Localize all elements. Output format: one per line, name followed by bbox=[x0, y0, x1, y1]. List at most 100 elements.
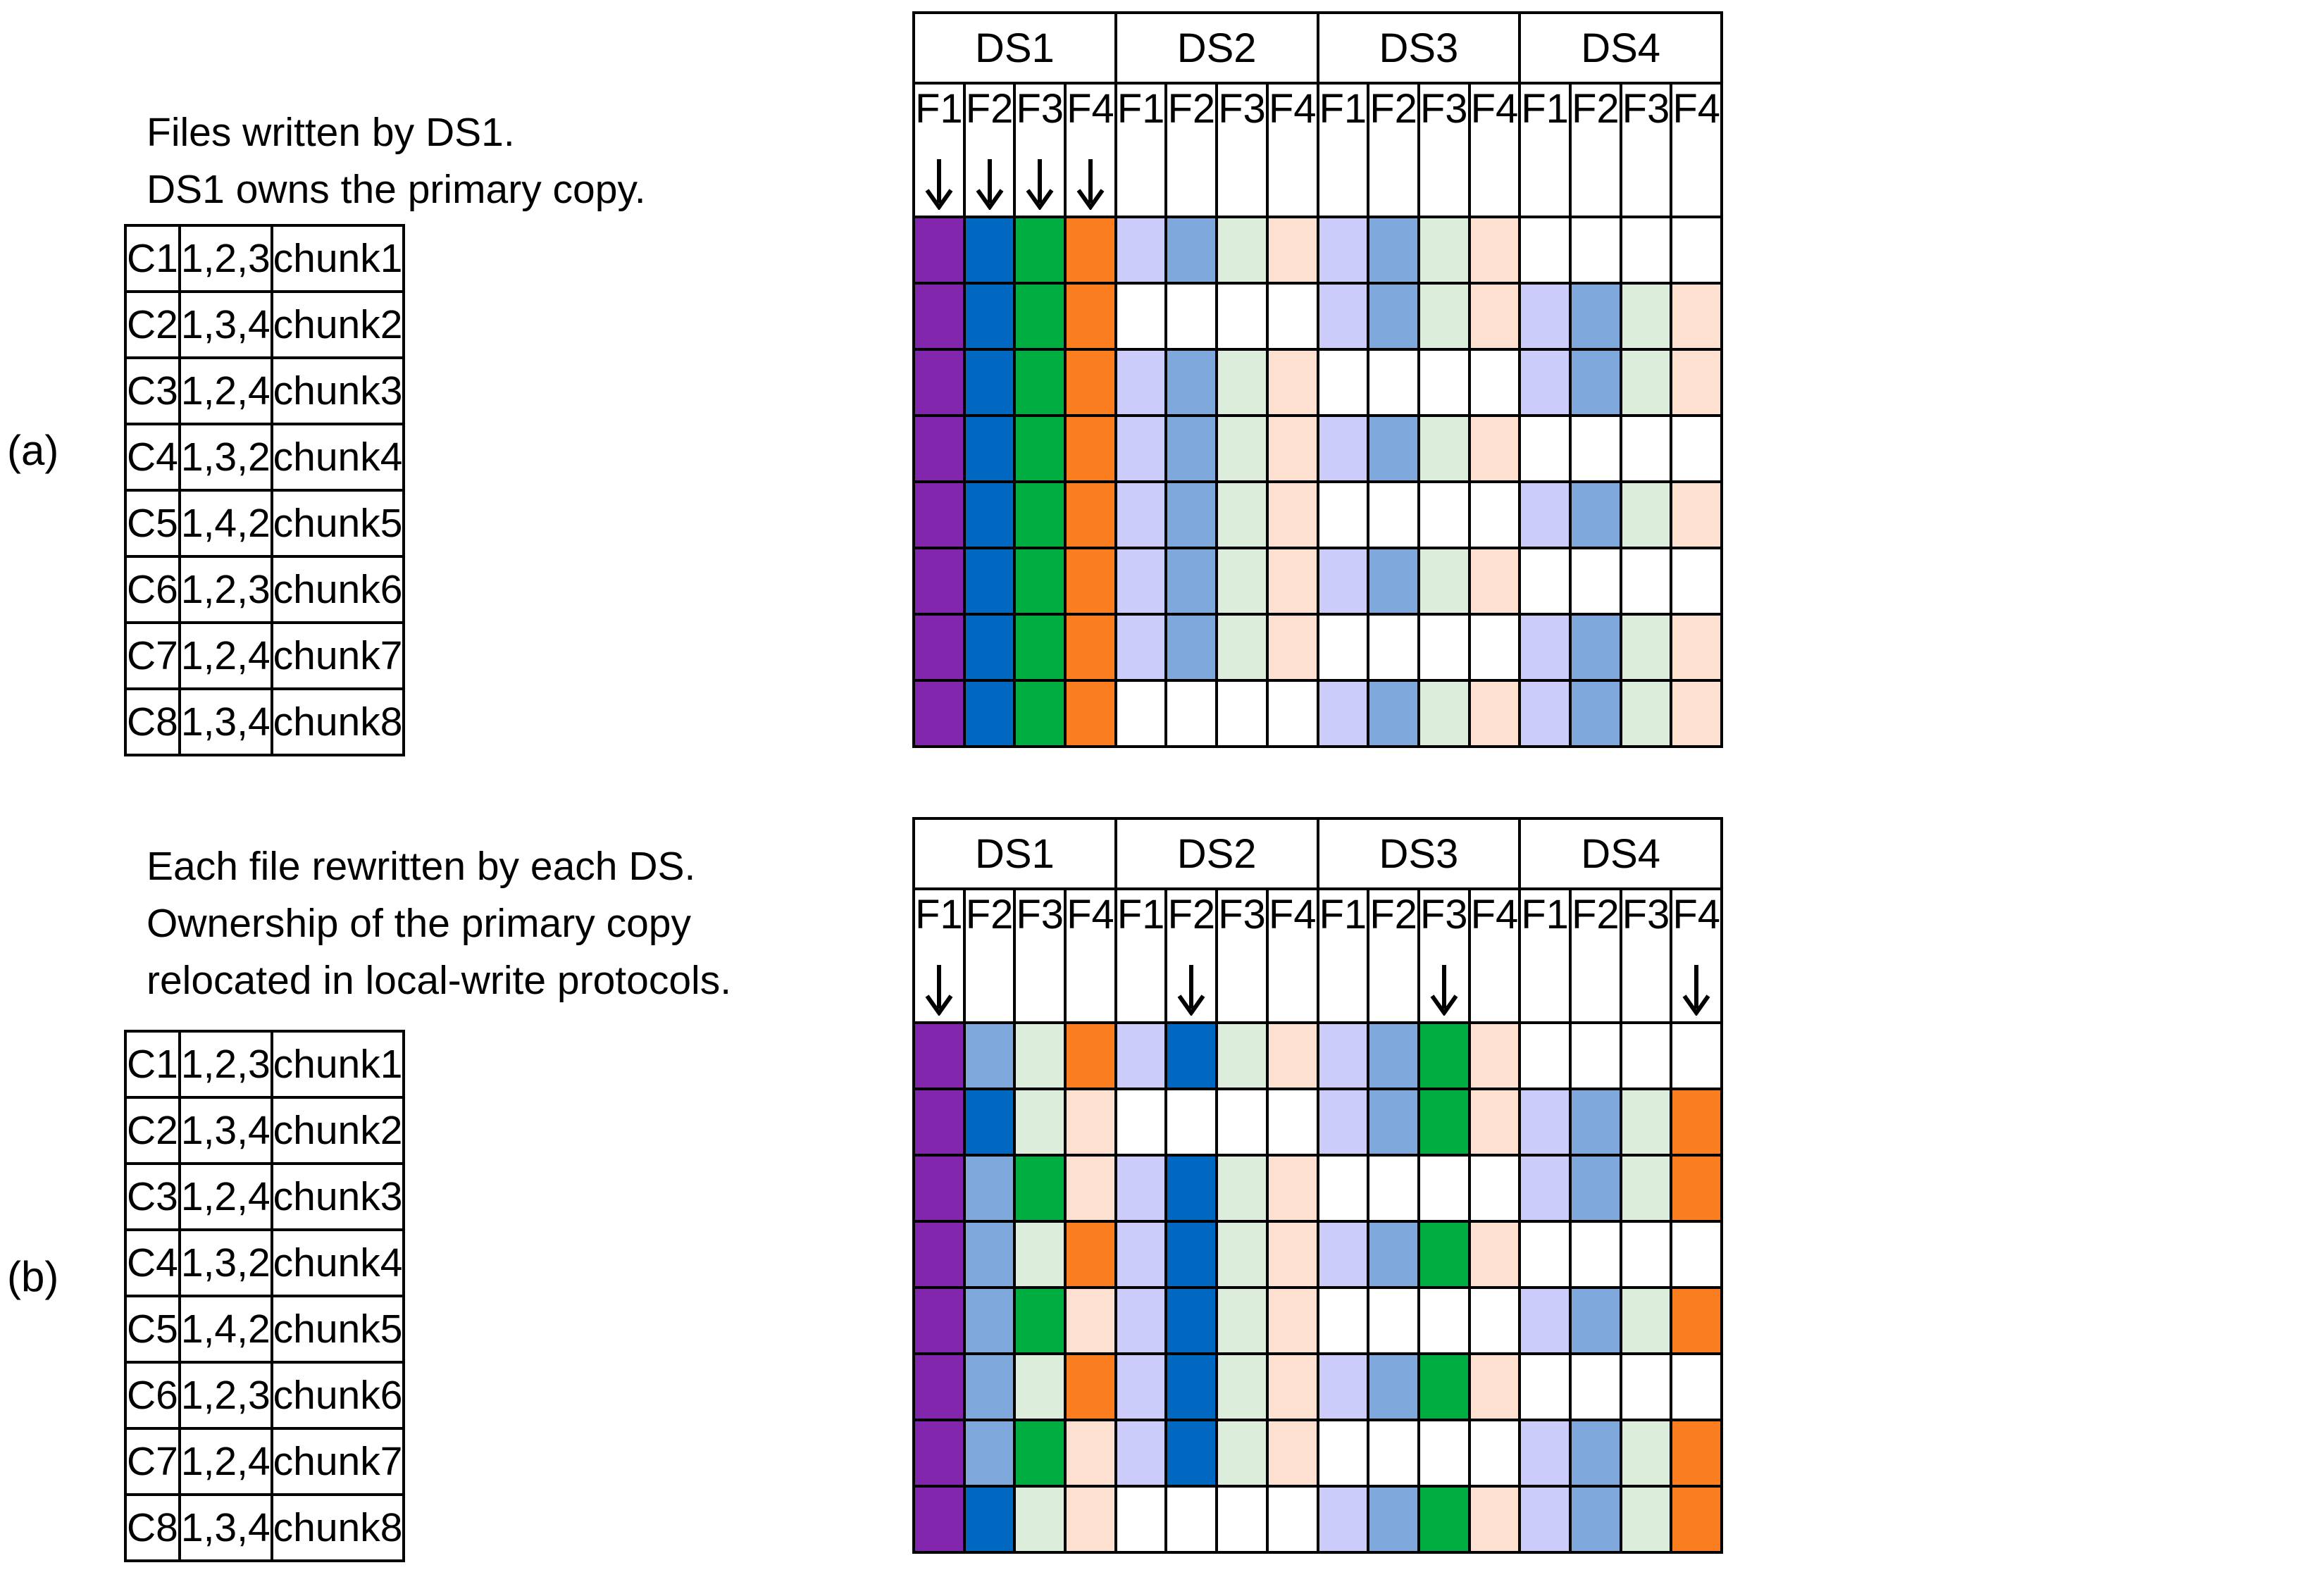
replica-cell bbox=[1568, 613, 1622, 682]
chunk-id-cell: C1 bbox=[124, 224, 181, 293]
replica-cell bbox=[1568, 1419, 1622, 1488]
replica-cell bbox=[962, 348, 1017, 417]
replica-cell bbox=[1114, 414, 1168, 483]
replica-cell bbox=[912, 414, 966, 483]
replica-cell bbox=[1064, 1220, 1117, 1289]
replica-cell bbox=[1164, 480, 1219, 549]
replica-cell bbox=[1367, 216, 1420, 285]
panel-label-panel-b: (b) bbox=[7, 1253, 59, 1300]
file-header-ds4-f2: F2 bbox=[1568, 887, 1622, 1024]
chunk-name-cell: chunk7 bbox=[270, 621, 406, 690]
file-header-label: F4 bbox=[1268, 892, 1317, 937]
replica-cell bbox=[1568, 480, 1622, 549]
file-header-ds1-f4: F4 bbox=[1064, 887, 1117, 1024]
file-header-label: F2 bbox=[1167, 86, 1216, 132]
replica-cell bbox=[1417, 547, 1471, 616]
chunk-name-cell: chunk1 bbox=[270, 224, 406, 293]
replica-cell bbox=[1367, 1286, 1420, 1355]
caption-line: Ownership of the primary copy bbox=[147, 900, 691, 946]
replica-cell bbox=[1619, 1021, 1673, 1090]
replica-cell bbox=[1367, 1485, 1420, 1554]
replica-cell bbox=[1013, 1154, 1067, 1223]
replica-cell bbox=[1467, 679, 1522, 748]
replica-cell bbox=[912, 480, 966, 549]
replica-grid-row bbox=[912, 480, 1723, 549]
replica-cell bbox=[1417, 1154, 1471, 1223]
file-header-label: F4 bbox=[1470, 892, 1519, 937]
file-header-label: F2 bbox=[1369, 86, 1417, 132]
file-header-label: F3 bbox=[1218, 892, 1266, 937]
replica-cell bbox=[1367, 480, 1420, 549]
replica-cell bbox=[1619, 679, 1673, 748]
replica-cell bbox=[1265, 1154, 1319, 1223]
chunk-name-cell: chunk7 bbox=[270, 1427, 406, 1496]
replica-cell bbox=[1265, 1485, 1319, 1554]
chunk-name-cell: chunk1 bbox=[270, 1030, 406, 1099]
replica-cell bbox=[1367, 1419, 1420, 1488]
replica-cell bbox=[1619, 414, 1673, 483]
down-arrow-icon bbox=[1430, 965, 1458, 1016]
replica-list-cell: 1,2,4 bbox=[178, 1162, 273, 1231]
replica-cell bbox=[1518, 348, 1572, 417]
replica-cell bbox=[1164, 1154, 1219, 1223]
replica-cell bbox=[912, 1419, 966, 1488]
replica-grid-row bbox=[912, 282, 1723, 351]
replica-cell bbox=[1518, 1154, 1572, 1223]
file-header-label: F4 bbox=[1672, 892, 1720, 937]
replica-cell bbox=[1064, 1352, 1117, 1421]
file-header-ds1-f3: F3 bbox=[1013, 82, 1067, 218]
replica-cell bbox=[1114, 1088, 1168, 1157]
replica-cell bbox=[1164, 547, 1219, 616]
replica-cell bbox=[1114, 282, 1168, 351]
chunk-id-cell: C4 bbox=[124, 1228, 181, 1297]
replica-cell bbox=[1619, 1352, 1673, 1421]
replica-cell bbox=[1367, 613, 1420, 682]
ds-group-header-ds2: DS2 bbox=[1114, 817, 1319, 890]
replica-cell bbox=[1670, 547, 1723, 616]
file-header-ds3-f2: F2 bbox=[1367, 82, 1420, 218]
replica-cell bbox=[1215, 1419, 1269, 1488]
file-header-label: F3 bbox=[1622, 86, 1670, 132]
replica-cell bbox=[1013, 216, 1067, 285]
replica-cell bbox=[1568, 1021, 1622, 1090]
replica-cell bbox=[1670, 1088, 1723, 1157]
replica-cell bbox=[1367, 348, 1420, 417]
replica-grid-row bbox=[912, 679, 1723, 748]
replica-cell bbox=[1114, 1352, 1168, 1421]
replica-cell bbox=[1215, 1088, 1269, 1157]
file-header-label: F3 bbox=[1016, 86, 1064, 132]
replica-list-cell: 1,2,4 bbox=[178, 1427, 273, 1496]
replica-grid-row bbox=[912, 547, 1723, 616]
chunk-id-cell: C4 bbox=[124, 423, 181, 492]
replica-list-cell: 1,3,4 bbox=[178, 1096, 273, 1165]
replica-cell bbox=[1215, 216, 1269, 285]
file-header-label: F4 bbox=[1067, 86, 1114, 132]
replica-cell bbox=[1670, 679, 1723, 748]
replica-cell bbox=[1316, 1088, 1370, 1157]
replica-grid-row bbox=[912, 216, 1723, 285]
replica-cell bbox=[1518, 1419, 1572, 1488]
replica-cell bbox=[1013, 679, 1067, 748]
replica-cell bbox=[1316, 1154, 1370, 1223]
replica-cell bbox=[1064, 480, 1117, 549]
replica-grid-row bbox=[912, 1419, 1723, 1488]
ds-group-header-ds1: DS1 bbox=[912, 817, 1117, 890]
chunk-name-cell: chunk6 bbox=[270, 555, 406, 624]
replica-cell bbox=[912, 1220, 966, 1289]
replica-cell bbox=[1568, 547, 1622, 616]
file-header-label: F1 bbox=[915, 86, 963, 132]
file-header-label: F3 bbox=[1016, 892, 1064, 937]
replica-cell bbox=[962, 1220, 1017, 1289]
replica-cell bbox=[1013, 1419, 1067, 1488]
replica-cell bbox=[1164, 1352, 1219, 1421]
panel-caption-panel-a: Files written by DS1.DS1 owns the primar… bbox=[147, 104, 646, 218]
replica-cell bbox=[1467, 480, 1522, 549]
replica-cell bbox=[1670, 216, 1723, 285]
replica-cell bbox=[962, 679, 1017, 748]
panel-label-panel-a: (a) bbox=[7, 427, 59, 474]
